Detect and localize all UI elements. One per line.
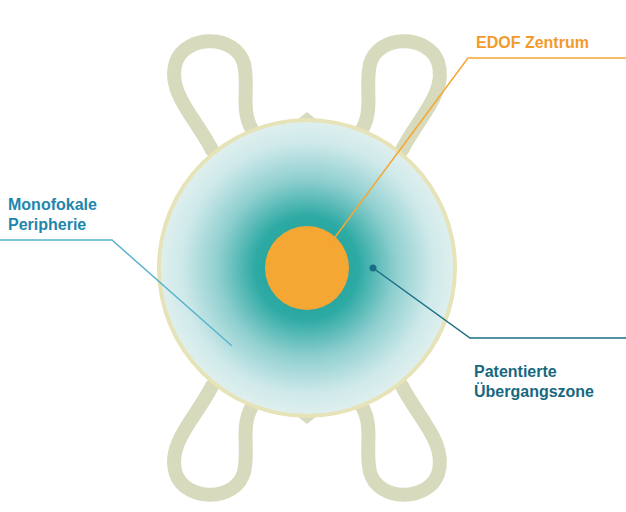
optic (161, 122, 453, 414)
leader-line (0, 240, 232, 346)
leader-line (330, 58, 626, 244)
optic-rim (157, 118, 457, 418)
center-label: EDOF Zentrum (476, 33, 622, 53)
periphery-label: Monofokale Peripherie (8, 195, 120, 235)
transition-label: Patentierte Übergangszone (474, 362, 622, 402)
leader-line (373, 268, 626, 338)
edof-center (265, 226, 349, 310)
